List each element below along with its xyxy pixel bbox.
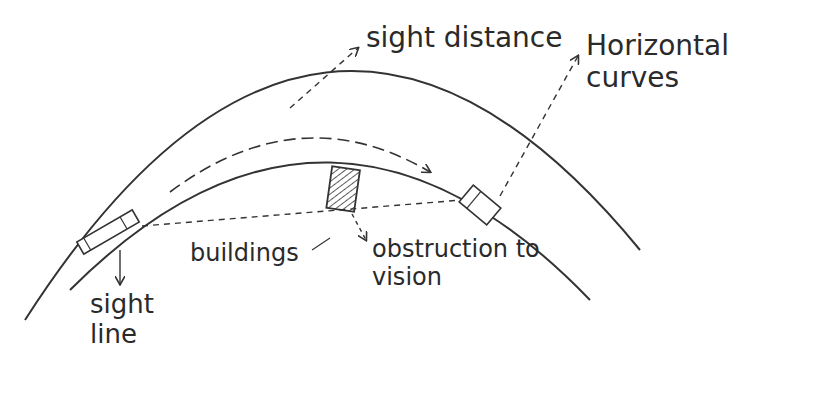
car-right xyxy=(459,185,501,225)
sight-line xyxy=(142,200,462,226)
handwritten-label: obstruction to vision xyxy=(372,236,542,291)
leader-obstruction xyxy=(352,214,366,240)
handwritten-label: sight line xyxy=(90,290,180,350)
leader-sight-distance xyxy=(290,48,358,108)
leader-curves xyxy=(500,56,578,196)
travel-arrow xyxy=(170,138,430,192)
leader-sight-line xyxy=(119,250,120,284)
handwritten-label: buildings xyxy=(190,240,299,268)
car-left xyxy=(77,210,139,254)
handwritten-label: sight distance xyxy=(366,22,562,54)
inner-road-edge xyxy=(70,162,590,300)
building xyxy=(326,166,360,211)
handwritten-label: Horizontal curves xyxy=(586,30,786,94)
outer-road-edge xyxy=(25,71,640,320)
leader-buildings xyxy=(312,238,330,250)
